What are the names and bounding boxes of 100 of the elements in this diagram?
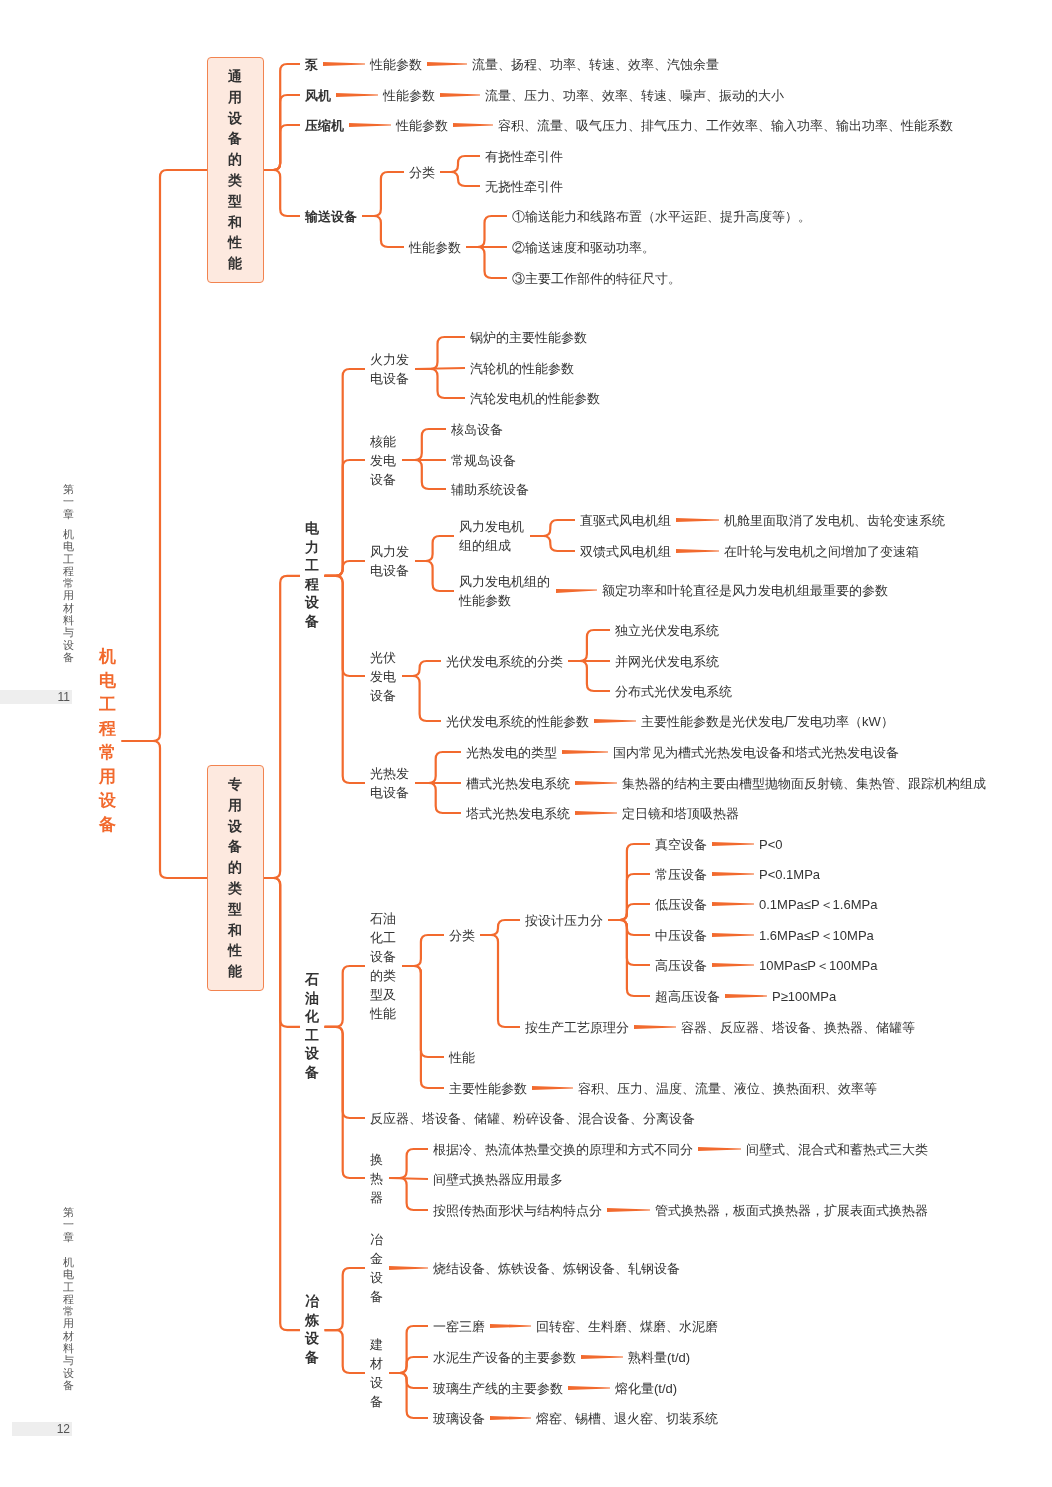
leaf-label: 间壁式、混合式和蓄热式三大类 (741, 1139, 933, 1159)
branch-label: 光热发电设备 (365, 764, 415, 802)
branch-label: 性能参数 (391, 115, 453, 135)
brace-connector (530, 534, 575, 553)
branch-label: 按照传热面形状与结构特点分 (428, 1200, 607, 1220)
leaf-label: 分布式光伏发电系统 (610, 681, 737, 701)
branch-label: 性能参数 (404, 237, 466, 257)
root-topic-label: 机电工程常用设备 (93, 645, 122, 837)
branch-label: 分类 (404, 162, 440, 182)
leaf-label: ②输送速度和驱动功率。 (507, 237, 660, 257)
branch-label: 槽式光热发电系统 (461, 773, 575, 793)
leaf-label: 性能 (444, 1047, 480, 1067)
leaf-label: 有挠性牵引件 (480, 146, 568, 166)
leaf-label: 汽轮机的性能参数 (465, 358, 579, 378)
branch-label: 一窑三磨 (428, 1316, 490, 1336)
leaf-label: 1.6MPa≤P＜10MPa (754, 925, 879, 945)
branch-label: 建材设备 (365, 1335, 389, 1411)
brace-connector (389, 1371, 428, 1420)
brace-connector (466, 245, 507, 280)
leaf-label: 0.1MPa≤P＜1.6MPa (754, 894, 883, 914)
branch-label: 超高压设备 (650, 986, 725, 1006)
leaf-label: 管式换热器，板面式换热器，扩展表面式换热器 (650, 1200, 933, 1220)
connector-line (676, 549, 719, 553)
leaf-label: 流量、扬程、功率、转速、效率、汽蚀余量 (467, 54, 724, 74)
branch-label: 光伏发电系统的性能参数 (441, 711, 594, 731)
connector-line (712, 872, 754, 876)
connector-line (490, 1324, 531, 1328)
brace-connector (324, 1025, 365, 1180)
equipment-label: 输送设备 (300, 206, 362, 226)
leaf-label: 间壁式换热器应用最多 (428, 1169, 568, 1189)
leaf-label: 容积、流量、吸气压力、排气压力、工作效率、输入功率、输出功率、性能系数 (493, 115, 958, 135)
connector-line (389, 1266, 428, 1270)
branch-label: 性能参数 (378, 85, 440, 105)
connector-line (427, 62, 467, 66)
leaf-label: 并网光伏发电系统 (610, 651, 724, 671)
leaf-label: 额定功率和叶轮直径是风力发电机组最重要的参数 (597, 580, 893, 600)
category-box: 专用设备的类型和性能 (207, 765, 264, 991)
leaf-label: 汽轮发电机的性能参数 (465, 388, 605, 408)
branch-label: 光热发电的类型 (461, 742, 562, 762)
branch-label: 真空设备 (650, 834, 712, 854)
brace-connector (264, 876, 300, 1332)
brace-connector (568, 659, 610, 693)
brace-connector (415, 781, 461, 815)
branch-label: 风力发电机组的组成 (454, 517, 530, 555)
connector-line (349, 123, 391, 127)
branch-label: 根据冷、热流体热量交换的原理和方式不同分 (428, 1139, 698, 1159)
brace-connector (608, 918, 650, 998)
connector-line (336, 93, 378, 97)
leaf-label: 熔化量(t/d) (610, 1378, 683, 1398)
leaf-label: 熟料量(t/d) (623, 1347, 696, 1367)
connector-line (556, 589, 597, 593)
connector-line (725, 994, 767, 998)
branch-label: 火力发电设备 (365, 350, 415, 388)
leaf-label: 集热器的结构主要由槽型抛物面反射镜、集热管、跟踪机构组成 (617, 773, 991, 793)
leaf-label: ③主要工作部件的特征尺寸。 (507, 268, 686, 288)
chapter-title: 第一章 (62, 483, 74, 520)
connector-line (712, 933, 754, 937)
connector-line (440, 93, 480, 97)
connector-line (532, 1086, 573, 1090)
connector-line (490, 1416, 531, 1420)
branch-label: 主要性能参数 (444, 1078, 532, 1098)
equipment-label: 风机 (300, 85, 336, 105)
branch-label: 分类 (444, 925, 480, 945)
branch-label: 核能发电设备 (365, 431, 402, 489)
branch-label: 换热器 (365, 1149, 389, 1207)
equipment-label: 压缩机 (300, 115, 349, 135)
leaf-label: P≥100MPa (767, 986, 842, 1006)
leaf-label: 定日镜和塔顶吸热器 (617, 803, 744, 823)
brace-connector (121, 739, 207, 880)
branch-label: 塔式光热发电系统 (461, 803, 575, 823)
leaf-label: P<0 (754, 834, 788, 854)
brace-connector (415, 367, 465, 400)
branch-label: 光伏发电设备 (365, 647, 402, 705)
branch-label: 玻璃设备 (428, 1408, 490, 1428)
connector-line (594, 719, 636, 723)
connector-line (575, 781, 617, 785)
chapter-title: 机电工程常用材料与设备 (62, 528, 74, 664)
leaf-label: 容器、反应器、塔设备、换热器、储罐等 (676, 1017, 920, 1037)
leaf-label: 锅炉的主要性能参数 (465, 327, 592, 347)
connector-line (712, 842, 754, 846)
section-label: 电力工程设备 (300, 520, 325, 632)
leaf-label: 容积、压力、温度、流量、液位、换热面积、效率等 (573, 1078, 882, 1098)
chapter-title: 机电工程常用材料与设备 (62, 1256, 74, 1392)
leaf-label: ①输送能力和线路布置（水平运距、提升高度等）。 (507, 206, 816, 226)
branch-label: 双馈式风电机组 (575, 541, 676, 561)
connector-line (562, 750, 608, 754)
connector-line (676, 518, 719, 522)
brace-connector (362, 214, 404, 249)
branch-label: 光伏发电系统的分类 (441, 651, 568, 671)
connector-line (698, 1147, 741, 1151)
leaf-label: 辅助系统设备 (446, 479, 534, 499)
brace-connector (440, 170, 480, 188)
leaf-label: 回转窑、生料磨、煤磨、水泥磨 (531, 1316, 723, 1336)
brace-connector (402, 458, 446, 491)
branch-label: 按设计压力分 (520, 910, 608, 930)
brace-connector (402, 964, 444, 1090)
category-box: 通用设备的类型和性能 (207, 57, 264, 283)
brace-connector (389, 1176, 428, 1212)
leaf-label: 独立光伏发电系统 (610, 620, 724, 640)
branch-label: 风力发电机组的性能参数 (454, 572, 556, 610)
